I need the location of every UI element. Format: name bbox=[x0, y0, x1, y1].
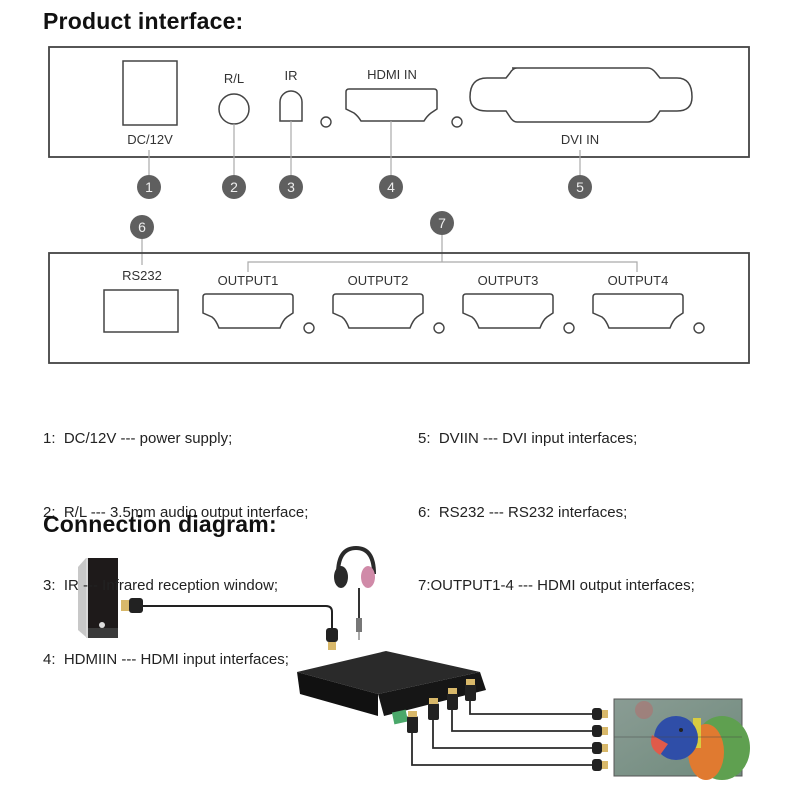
audio-jack-port bbox=[218, 93, 250, 125]
dc-label: DC/12V bbox=[127, 132, 173, 147]
output3-label: OUTPUT3 bbox=[478, 273, 539, 288]
ir-window bbox=[279, 90, 303, 122]
svg-text:5: 5 bbox=[576, 179, 584, 195]
description-item: 2: R/L --- 3.5mm audio output interface; bbox=[43, 503, 309, 521]
badge-5: 5 bbox=[568, 175, 592, 199]
hdmi-plug bbox=[428, 703, 439, 720]
headphones-icon bbox=[334, 545, 376, 640]
video-wall-controller-icon bbox=[297, 651, 486, 725]
badge-7: 7 bbox=[430, 211, 454, 235]
output2-port bbox=[332, 293, 424, 329]
hdmi-cables-output bbox=[411, 700, 592, 766]
hdmi-cable-input bbox=[121, 598, 338, 650]
led-indicator bbox=[303, 322, 315, 334]
led-indicator bbox=[563, 322, 575, 334]
rs232-label: RS232 bbox=[122, 268, 162, 283]
product-interface-heading: Product interface: bbox=[43, 8, 244, 34]
description-list-right: 5: DVIIN --- DVI input interfaces; 6: RS… bbox=[418, 378, 695, 623]
output4-label: OUTPUT4 bbox=[608, 273, 669, 288]
output1-port bbox=[202, 293, 294, 329]
svg-text:2: 2 bbox=[230, 179, 238, 195]
svg-text:4: 4 bbox=[387, 179, 395, 195]
led-indicator bbox=[693, 322, 705, 334]
led-indicator bbox=[451, 116, 463, 128]
svg-text:3: 3 bbox=[287, 179, 295, 195]
led-indicator bbox=[433, 322, 445, 334]
description-item: 7:OUTPUT1-4 --- HDMI output interfaces; bbox=[418, 577, 695, 594]
dc-power-port bbox=[122, 60, 178, 126]
hdmi-plug bbox=[465, 684, 476, 701]
front-panel bbox=[48, 46, 750, 158]
description-item: 1: DC/12V --- power supply; bbox=[43, 430, 233, 447]
description-list-left: 1: DC/12V --- power supply; 2: R/L --- 3… bbox=[43, 378, 308, 697]
description-item: 4: HDMIIN --- HDMI input interfaces; bbox=[43, 650, 289, 668]
badge-3: 3 bbox=[279, 175, 303, 199]
led-indicator bbox=[320, 116, 332, 128]
hdmi-plug bbox=[407, 716, 418, 733]
connection-diagram-heading: Connection diagram: bbox=[43, 511, 277, 537]
front-leader-lines bbox=[148, 121, 581, 175]
description-item: 5: DVIIN --- DVI input interfaces; bbox=[418, 430, 638, 447]
output3-port bbox=[462, 293, 554, 329]
svg-text:7: 7 bbox=[438, 215, 446, 231]
hdmi-in-label: HDMI IN bbox=[367, 67, 417, 82]
dvi-in-port bbox=[469, 67, 693, 123]
rear-panel bbox=[48, 252, 750, 364]
svg-text:1: 1 bbox=[145, 179, 153, 195]
output1-label: OUTPUT1 bbox=[218, 273, 279, 288]
badge-2: 2 bbox=[222, 175, 246, 199]
description-item: 6: RS232 --- RS232 interfaces; bbox=[418, 503, 628, 521]
description-item: 3: IR --- Infrared reception window; bbox=[43, 577, 279, 594]
badge-6: 6 bbox=[130, 215, 154, 239]
pc-tower-icon bbox=[78, 558, 118, 638]
rl-label: R/L bbox=[224, 71, 244, 86]
svg-text:6: 6 bbox=[138, 219, 146, 235]
video-wall-display bbox=[613, 698, 750, 780]
hdmi-in-port bbox=[345, 88, 438, 122]
output4-port bbox=[592, 293, 684, 329]
dvi-in-label: DVI IN bbox=[561, 132, 599, 147]
output2-label: OUTPUT2 bbox=[348, 273, 409, 288]
ir-label: IR bbox=[285, 68, 298, 83]
rs232-port bbox=[103, 289, 179, 333]
rear-leader-lines bbox=[141, 235, 638, 272]
hdmi-plug bbox=[447, 693, 458, 710]
badge-1: 1 bbox=[137, 175, 161, 199]
badge-4: 4 bbox=[379, 175, 403, 199]
